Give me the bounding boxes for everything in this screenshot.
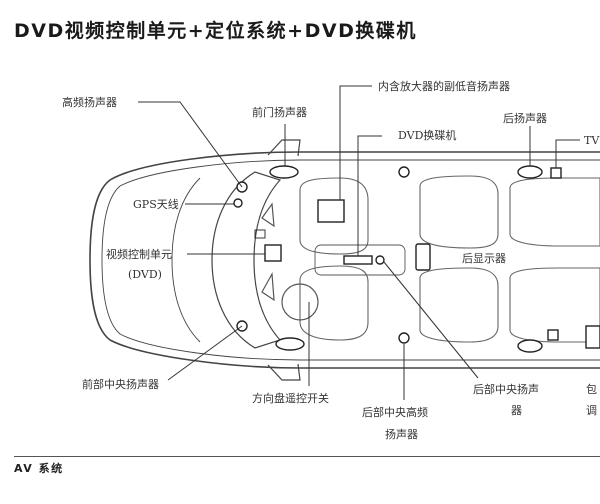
right-vent xyxy=(261,271,275,302)
label-rear-center-tweeter-2: 扬声器 xyxy=(385,427,418,441)
car-inner-line xyxy=(101,159,600,361)
rear-speaker-bottom-marker xyxy=(517,339,543,353)
car-body-outline xyxy=(89,139,600,381)
dashboard-parts xyxy=(261,202,406,321)
label-rear-center-tweeter-1: 后部中央高频 xyxy=(362,405,428,419)
footer-divider xyxy=(14,456,600,457)
gps-antenna-marker xyxy=(233,198,243,208)
video-control-unit-marker xyxy=(264,244,282,262)
rear-center-tweeter-marker xyxy=(398,332,410,344)
label-rear-speaker: 后扬声器 xyxy=(503,111,547,125)
hood-line xyxy=(171,177,201,343)
label-rear-display: 后显示器 xyxy=(462,252,506,265)
rear-right-unit xyxy=(585,325,600,349)
amp-woofer-marker xyxy=(317,199,345,223)
label-dvd-changer: DVD换碟机 xyxy=(398,128,456,142)
label-front-door-speaker: 前门扬声器 xyxy=(252,105,307,119)
middle-right-seat xyxy=(419,267,499,343)
left-side-dvd-box xyxy=(254,229,266,239)
label-tweeter: 高频扬声器 xyxy=(62,95,117,109)
leader-tv xyxy=(555,139,580,168)
leader-tweeter xyxy=(138,101,243,188)
car-outer-shell xyxy=(89,151,600,369)
leader-lines xyxy=(138,85,580,400)
rear-bench-top xyxy=(509,177,600,247)
rear-bench-bottom xyxy=(509,267,600,343)
leader-dvd xyxy=(357,135,382,256)
label-tv: TV xyxy=(584,134,600,147)
leader-amp xyxy=(339,85,372,200)
dvd-changer-marker xyxy=(343,255,373,265)
label-steering-switch: 方向盘遥控开关 xyxy=(252,391,329,405)
steering-wheel xyxy=(281,283,319,321)
left-mirror xyxy=(267,139,301,157)
label-front-center-speaker: 前部中央扬声器 xyxy=(82,377,159,391)
front-right-seat xyxy=(299,265,369,341)
seats xyxy=(299,175,600,343)
leader-front-center xyxy=(167,325,243,381)
footer-section-label: AV 系统 xyxy=(14,462,64,475)
label-gps-antenna: GPS天线 xyxy=(133,197,179,211)
label-cut-1: 包 xyxy=(586,383,597,396)
front-door-speaker-marker xyxy=(269,165,299,179)
middle-left-seat xyxy=(419,175,499,249)
page-title: DVD视频控制单元+定位系统+DVD换碟机 xyxy=(14,20,417,42)
front-door-speaker-bottom-marker xyxy=(275,337,305,351)
vehicle-av-system-diagram: 高频扬声器 GPS天线 视频控制单元 (DVD) 前部中央扬声器 前门扬声器 内… xyxy=(62,79,600,441)
door-speaker-marker xyxy=(398,166,410,178)
components xyxy=(233,165,600,353)
right-mirror xyxy=(267,363,301,381)
label-video-control-unit-1: 视频控制单元 xyxy=(106,247,172,261)
rear-center-speaker-marker xyxy=(375,255,385,265)
rear-display-marker xyxy=(415,243,431,271)
tv-marker xyxy=(550,167,562,179)
label-rear-center-speaker-2: 器 xyxy=(511,404,522,417)
rear-right-box xyxy=(547,329,559,341)
center-console xyxy=(314,244,406,276)
windshield xyxy=(211,171,282,349)
left-vent xyxy=(261,202,275,228)
label-rear-center-speaker-1: 后部中央扬声 xyxy=(473,382,539,396)
rear-speaker-marker xyxy=(517,165,543,179)
leader-rear-center xyxy=(383,261,479,379)
label-video-control-unit-2: (DVD) xyxy=(128,268,162,281)
front-left-seat xyxy=(299,177,369,255)
label-cut-2: 调 xyxy=(586,404,597,417)
labels: 高频扬声器 GPS天线 视频控制单元 (DVD) 前部中央扬声器 前门扬声器 内… xyxy=(62,79,600,441)
label-amp-woofer: 内含放大器的副低音扬声器 xyxy=(378,79,510,93)
